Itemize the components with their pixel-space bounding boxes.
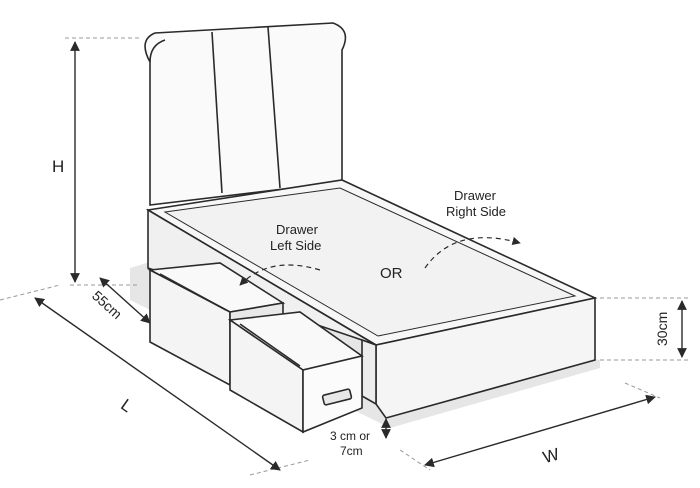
left-drawer-arc <box>239 264 321 286</box>
bed-base <box>145 179 598 419</box>
width-dimension <box>399 382 661 471</box>
drawer-right-label-line1: Drawer <box>454 188 497 203</box>
length-label: L <box>117 395 136 416</box>
or-label: OR <box>380 265 403 282</box>
drawer-left-label-line2: Left Side <box>270 238 321 253</box>
base-end-face <box>361 338 377 406</box>
drawer-depth-label: 55cm <box>89 287 125 322</box>
length-dimension <box>0 284 311 476</box>
drawer-handle <box>321 388 353 406</box>
headboard <box>144 22 347 206</box>
clearance-label-line1: 3 cm or <box>330 429 370 443</box>
right-drawer-arc <box>424 236 521 269</box>
drawer-left-label-line1: Drawer <box>276 222 319 237</box>
clearance-label-line2: 7cm <box>340 444 363 458</box>
drawer-depth-dimension <box>99 277 151 324</box>
height-dimension <box>65 37 140 286</box>
height-label: H <box>52 157 64 176</box>
width-label: W <box>541 445 562 468</box>
mattress-panel <box>163 187 577 337</box>
base-height-label: 30cm <box>654 312 670 346</box>
base-height-dimension <box>600 297 690 361</box>
drawer-right-label-line2: Right Side <box>446 204 506 219</box>
